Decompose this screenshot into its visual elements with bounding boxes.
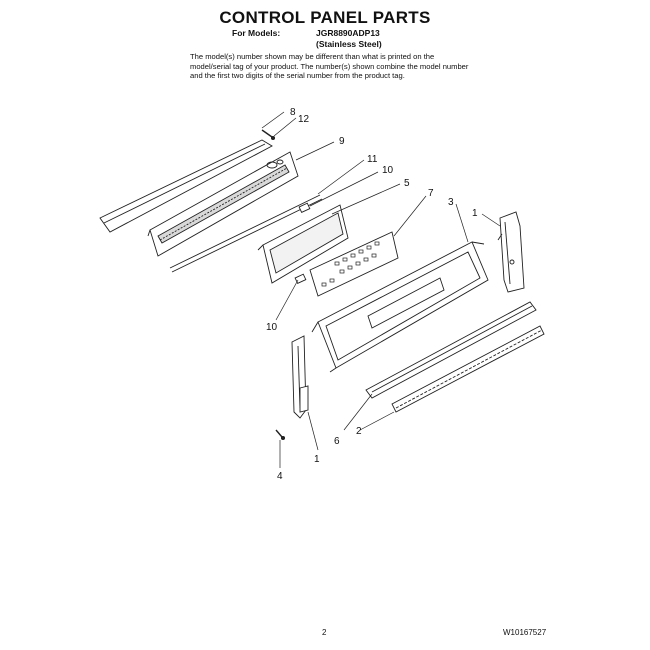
leader-lines [261,111,501,468]
model-number: JGR8890ADP13 [316,28,380,38]
callout-11: 11 [367,154,378,165]
part-display-window [257,204,349,284]
part-trim-rail-2 [391,325,545,413]
model-info: For Models: JGR8890ADP13 (Stainless Steel… [232,28,382,50]
page-number: 2 [322,628,327,637]
callout-10-lower: 10 [266,322,278,333]
part-trim-strip-6 [365,301,537,399]
part-control-board [309,231,399,297]
page-title: CONTROL PANEL PARTS [219,8,431,27]
callout-8: 8 [290,107,296,118]
callout-9: 9 [339,136,345,147]
callout-12: 12 [298,114,310,125]
callout-5: 5 [404,178,410,189]
part-knob-panel [147,151,299,257]
models-label: For Models: [232,28,281,38]
part-trim-strip [99,139,273,233]
callout-2: 2 [356,426,362,437]
callout-1-right: 1 [472,208,478,219]
model-finish: (Stainless Steel) [316,39,382,49]
part-screw-4 [275,429,286,441]
callout-3: 3 [448,197,454,208]
callout-7: 7 [428,188,434,199]
part-screw-12 [261,129,276,141]
part-code: W10167527 [503,628,547,637]
callout-4: 4 [277,471,283,482]
part-side-bracket-left [291,335,309,419]
part-side-bracket-right [497,211,525,293]
callout-10-upper: 10 [382,165,394,176]
model-note: The model(s) number shown may be differe… [190,52,469,80]
callout-1-left: 1 [314,454,320,465]
callout-6: 6 [334,436,340,447]
part-rod-11 [169,194,323,273]
part-control-panel [311,241,489,373]
part-clip-10-upper [298,202,311,214]
